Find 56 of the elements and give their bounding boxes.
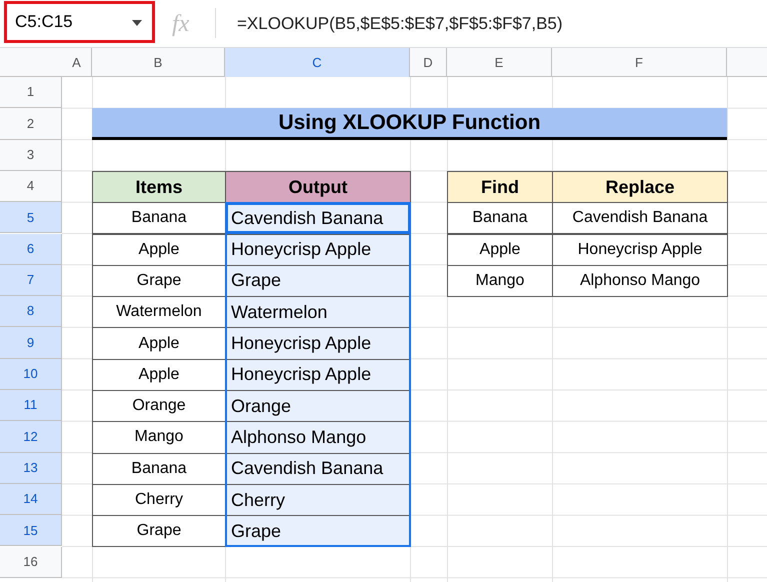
table-cell: Cavendish Banana <box>552 202 728 234</box>
table-cell: Banana <box>447 202 553 234</box>
column-letter: E <box>447 48 552 77</box>
table-cell: Orange <box>92 390 226 422</box>
column-header: Replace <box>552 170 728 204</box>
table-cell: Honeycrisp Apple <box>552 234 728 266</box>
table-cell: Apple <box>92 327 226 360</box>
row-number: 16 <box>0 546 62 578</box>
table-cell: Alphonso Mango <box>225 421 411 454</box>
table-cell: Cherry <box>92 484 226 516</box>
formula-text: =XLOOKUP(B5,$E$5:$E$7,$F$5:$F$7,B5) <box>237 13 563 35</box>
row-number: 15 <box>0 515 62 546</box>
table-cell: Grape <box>225 264 411 298</box>
row-number: 7 <box>0 264 62 296</box>
name-box: C5:C15 <box>4 1 155 43</box>
column-letter: A <box>62 48 92 77</box>
table-cell: Apple <box>92 234 226 266</box>
table-cell: Watermelon <box>92 296 226 328</box>
table-cell: Cavendish Banana <box>225 452 411 485</box>
function-symbol: fx <box>172 10 190 39</box>
row-number: 8 <box>0 296 62 328</box>
title-banner: Using XLOOKUP Function <box>92 108 727 140</box>
row-number: 14 <box>0 484 62 516</box>
table-cell: Cherry <box>225 484 411 516</box>
table-cell: Mango <box>92 421 226 454</box>
column-header: Items <box>92 170 226 204</box>
column-letter: D <box>410 48 447 77</box>
table-cell: Alphonso Mango <box>552 264 728 298</box>
row-number: 12 <box>0 421 62 453</box>
table-cell: Honeycrisp Apple <box>225 234 411 266</box>
row-number: 11 <box>0 390 62 422</box>
row-number: 13 <box>0 452 62 484</box>
table-cell: Honeycrisp Apple <box>225 358 411 391</box>
row-number: 3 <box>0 140 62 171</box>
table-cell: Grape <box>225 515 411 548</box>
table-cell: Apple <box>92 358 226 391</box>
table-cell: Orange <box>225 390 411 422</box>
table-cell: Mango <box>447 264 553 298</box>
table-cell: Grape <box>92 264 226 298</box>
column-header: Find <box>447 170 553 204</box>
row-number: 1 <box>0 77 62 108</box>
table-cell: Watermelon <box>225 296 411 328</box>
row-number: 5 <box>0 202 62 234</box>
table-cell: Grape <box>92 515 226 548</box>
row-number: 2 <box>0 108 62 140</box>
column-header: Output <box>225 170 411 204</box>
row-number: 6 <box>0 234 62 265</box>
row-number: 4 <box>0 170 62 202</box>
row-number: 10 <box>0 358 62 390</box>
table-cell: Banana <box>92 452 226 485</box>
table-cell: Apple <box>447 234 553 266</box>
table-cell: Banana <box>92 202 226 234</box>
column-letter: F <box>552 48 727 77</box>
row-number: 9 <box>0 327 62 359</box>
column-letter: C <box>225 48 410 77</box>
table-cell: Honeycrisp Apple <box>225 327 411 360</box>
